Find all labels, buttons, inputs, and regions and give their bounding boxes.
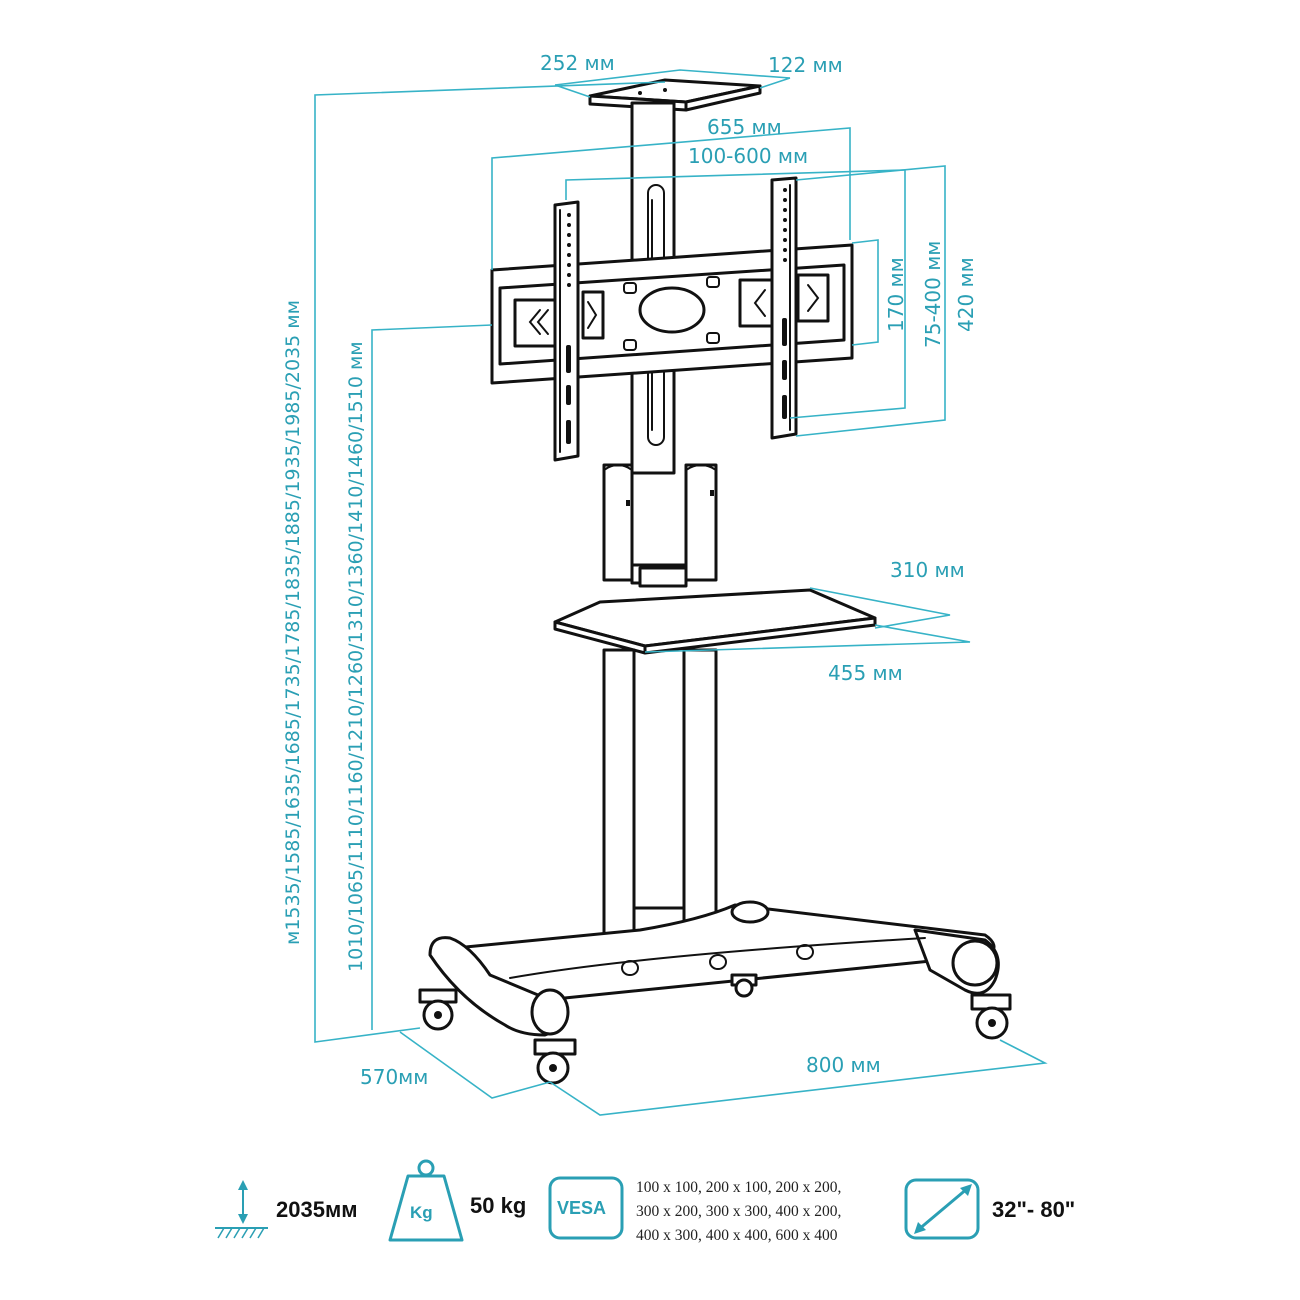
base-depth-label: 570мм	[360, 1065, 428, 1089]
vesa-line-1: 100 x 100, 200 x 100, 200 x 200,	[636, 1179, 841, 1196]
vesa-horizontal-label: 100-600 мм	[688, 144, 808, 168]
spec-bar: 2035мм Kg 50 kg VESA 100 x 100, 200 x 10…	[215, 1159, 1075, 1244]
shelf-width-label: 455 мм	[828, 661, 903, 685]
vesa-line-3: 400 x 300, 400 x 400, 600 x 400	[636, 1227, 838, 1244]
lower-columns	[602, 648, 718, 947]
stand-drawing	[418, 78, 1012, 1085]
inner-height-label: 170 мм	[884, 257, 908, 332]
vesa-vertical-label: 75-400 мм	[921, 241, 945, 348]
caster-back	[730, 973, 758, 998]
base-width-label: 800 мм	[806, 1053, 881, 1077]
media-shelf	[553, 566, 877, 655]
shelf-depth-label: 310 мм	[890, 558, 965, 582]
screen-size-icon	[904, 1178, 980, 1240]
vesa-line-2: 300 x 200, 300 x 300, 400 x 200,	[636, 1203, 841, 1220]
vesa-icon: VESA	[548, 1176, 624, 1240]
center-heights-label: 1010/1065/1110/1160/1210/1260/1310/1360/…	[345, 341, 367, 972]
vesa-icon-label: VESA	[557, 1198, 606, 1218]
vesa-arms	[553, 176, 798, 462]
arm-holes	[566, 188, 787, 444]
weight-value: 50 kg	[470, 1193, 526, 1218]
height-value: 2035мм	[276, 1197, 358, 1222]
bracket-height-label: 420 мм	[954, 257, 978, 332]
height-icon	[215, 1180, 268, 1239]
caster-front	[533, 1038, 577, 1085]
screen-size-value: 32"- 80"	[992, 1197, 1075, 1222]
caster-right	[970, 993, 1012, 1040]
mount-bracket	[490, 243, 854, 385]
bracket-width-label: 655 мм	[707, 115, 782, 139]
dimension-lines	[314, 69, 1048, 1116]
plate-width-label: 252 мм	[540, 51, 615, 75]
weight-icon-label: Kg	[410, 1203, 433, 1222]
weight-icon: Kg	[388, 1159, 464, 1242]
dimension-labels: 252 мм 122 мм 655 мм 100-600 мм 170 мм 7…	[282, 51, 978, 1089]
casters	[418, 973, 1012, 1085]
caster-front-left	[418, 988, 458, 1031]
telescopic-tubes	[602, 463, 718, 585]
plate-depth-label: 122 мм	[768, 53, 843, 77]
total-heights-label: м1535/1585/1635/1685/1735/1785/1835/1885…	[282, 300, 304, 945]
base-frame	[428, 900, 1000, 1037]
